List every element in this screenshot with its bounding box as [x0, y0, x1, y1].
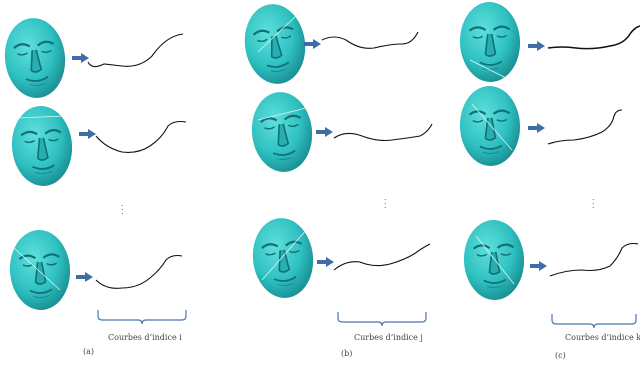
caption-b: (b) [341, 349, 353, 358]
column-a [0, 13, 187, 325]
section-line-c1 [469, 59, 511, 81]
ellipsis-a: ... [121, 199, 124, 216]
arrow-b3 [317, 257, 334, 267]
section-line-c2 [471, 103, 513, 151]
caption-a: (a) [83, 347, 95, 356]
column-b [238, 0, 433, 327]
brace-label-b: Curbes d’indice j [354, 333, 423, 342]
face-a1 [0, 13, 71, 103]
arrow-b2 [316, 127, 333, 137]
arrow-c3 [530, 261, 547, 271]
section-line-b3 [261, 227, 309, 281]
arrow-b1 [304, 39, 321, 49]
column-c [457, 0, 640, 329]
section-line-a2 [15, 115, 67, 119]
arrow-c1 [528, 41, 545, 51]
curve-a2 [95, 120, 187, 153]
face-c3 [461, 217, 527, 303]
section-line-a3 [13, 247, 61, 291]
curve-c3 [549, 242, 639, 277]
ellipsis-b: ... [384, 193, 387, 210]
face-c2 [457, 83, 523, 169]
ellipsis-c: ... [592, 193, 595, 210]
face-b1 [238, 0, 312, 89]
curve-b3 [333, 243, 431, 271]
curve-a1 [87, 33, 184, 68]
face-b2 [246, 87, 318, 177]
curve-c1 [547, 25, 640, 50]
section-line-b2 [257, 107, 307, 121]
brace-c [551, 314, 637, 329]
brace-label-c: Courbes d’indice k [565, 333, 640, 342]
face-c1 [457, 0, 523, 85]
arrow-c2 [528, 123, 545, 133]
face-b3 [247, 213, 319, 303]
arrow-a3 [76, 272, 93, 282]
face-a3 [6, 227, 74, 313]
arrow-a2 [79, 129, 96, 139]
curve-b1 [321, 31, 419, 49]
curve-b2 [333, 123, 433, 142]
section-line-b1 [257, 13, 299, 53]
brace-label-a: Courbes d’indice i [108, 333, 182, 342]
brace-b [337, 312, 427, 327]
arrow-a1 [72, 53, 89, 63]
brace-a [97, 310, 187, 325]
caption-c: (c) [555, 351, 566, 360]
curve-c2 [547, 109, 623, 145]
section-line-c3 [475, 235, 515, 285]
curve-a3 [95, 254, 183, 289]
